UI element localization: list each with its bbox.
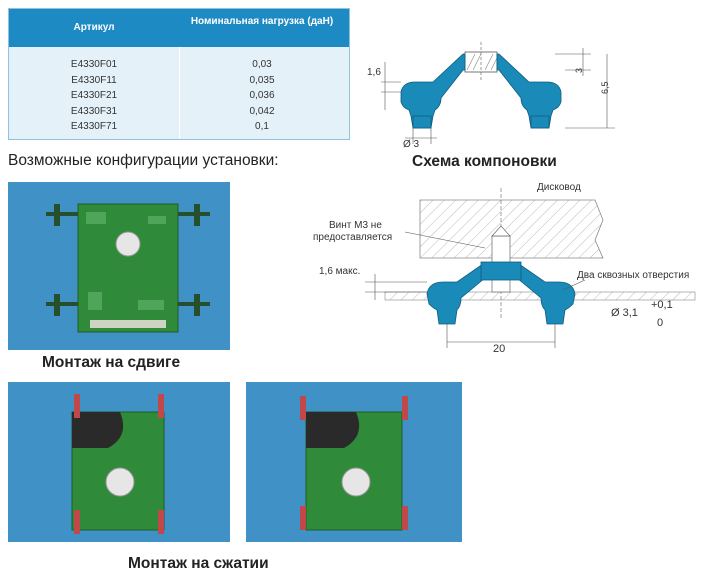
assembly-drawing: Дисковод Винт М3 не предоставляется 1,6 … (313, 182, 696, 353)
shear-mount-caption: Монтаж на сдвиге (42, 354, 181, 371)
table-cell: E4330F31 (70, 105, 118, 117)
header-article: Артикул (73, 22, 115, 33)
table-cell: 0,042 (249, 105, 275, 117)
table-cell: 0,035 (249, 74, 275, 86)
holes-label: Два сквозных отверстия (577, 270, 689, 281)
table-cell: 0,036 (249, 90, 275, 101)
dim-height-left: 1,6 (367, 67, 381, 78)
tol-upper: +0,1 (651, 299, 673, 311)
dim-total: 6,5 (600, 81, 610, 94)
spec-table-header: Артикул Номинальная нагрузка (даН) (9, 9, 349, 47)
screw-label-line2: предоставляется (313, 232, 392, 243)
table-cell: E4330F01 (70, 59, 118, 70)
table-cell: E4330F11 (71, 74, 117, 86)
compression-mount-image-1 (8, 382, 230, 542)
shear-mount-image (8, 182, 230, 350)
compression-mount-caption: Монтаж на сжатии (128, 555, 269, 572)
hole-dim: Ø 3,1 (611, 307, 638, 319)
compression-mount-photo-2 (246, 382, 462, 542)
table-cell: E4330F21 (70, 90, 118, 101)
compression-mount-photo-1 (8, 382, 230, 542)
header-nominal-load: Номинальная нагрузка (даН) (190, 16, 334, 27)
dim-top: 3 (574, 68, 584, 73)
spec-table: Артикул Номинальная нагрузка (даН) E4330… (8, 8, 350, 140)
column-divider (179, 47, 180, 139)
table-cell: 0,1 (255, 121, 269, 132)
table-cell: E4330F71 (70, 121, 118, 132)
screw-label-line1: Винт М3 не (329, 220, 382, 231)
table-cell: 0,03 (252, 59, 272, 70)
layout-scheme-caption: Схема компоновки (412, 153, 557, 170)
compression-mount-image-2 (246, 382, 462, 542)
max-height-label: 1,6 макс. (319, 266, 360, 277)
isolator-profile-drawing: 1,6 Ø 3 3 6,5 (367, 42, 615, 150)
dim-hole: Ø 3 (403, 139, 420, 150)
configurations-heading: Возможные конфигурации установки: (8, 152, 279, 169)
shear-mount-photo (8, 182, 230, 350)
disk-drive-label: Дисковод (537, 182, 581, 193)
tol-lower: 0 (657, 317, 663, 329)
load-column: 0,03 0,035 0,036 0,042 0,1 (187, 57, 337, 135)
spacing-dim: 20 (493, 343, 505, 353)
article-column: E4330F01 E4330F11 E4330F21 E4330F31 E433… (9, 57, 179, 135)
